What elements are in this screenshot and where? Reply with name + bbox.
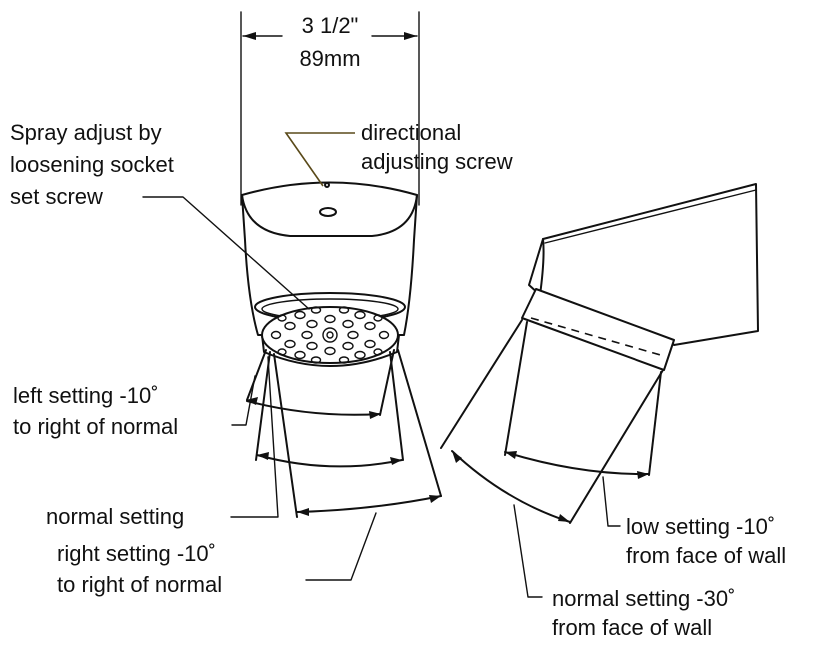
normal-setting-line-left xyxy=(255,351,271,461)
normal30-arrow-left xyxy=(452,451,462,463)
right-setting-line-left xyxy=(273,353,298,518)
directional-screw-label-line2: adjusting screw xyxy=(361,149,513,174)
directional-screw-label-line1: directional xyxy=(361,120,461,145)
left-arc-arrow-left xyxy=(246,397,258,405)
low-line-left xyxy=(504,321,528,456)
callout-leaders xyxy=(142,132,621,598)
low-setting-label-line1: low setting -10˚ xyxy=(626,514,775,539)
right-setting-label-line2: to right of normal xyxy=(57,572,222,597)
low-setting-label-line2: from face of wall xyxy=(626,543,786,568)
normal30-arc xyxy=(451,450,571,523)
spray-adjust-label-line1: Spray adjust by xyxy=(10,120,162,145)
normal30-label-line1: normal setting -30˚ xyxy=(552,586,735,611)
low-arrow-right xyxy=(637,471,649,479)
spray-adjust-leader xyxy=(142,196,310,310)
normal-arc-arrow-right xyxy=(390,457,402,465)
right-setting-label-line1: right setting -10˚ xyxy=(57,541,216,566)
front-view-showerhead xyxy=(241,181,418,367)
normal-setting-arc xyxy=(256,454,403,468)
directional-screw-leader xyxy=(284,132,355,187)
right-arc-arrow-right xyxy=(429,495,441,503)
side-housing-front-curve xyxy=(539,238,545,296)
width-dimension: 3 1/2" 89mm xyxy=(240,11,420,206)
directional-screw xyxy=(319,207,337,217)
dimension-arrow-left xyxy=(243,32,256,40)
spray-holes xyxy=(270,306,390,364)
low-arrow-left xyxy=(505,451,517,459)
right-setting-line-right xyxy=(397,349,442,497)
left-setting-arc xyxy=(246,400,381,416)
front-spray-patterns xyxy=(246,349,442,518)
front-housing-top-edge xyxy=(241,194,418,237)
callout-labels: directional adjusting screw Spray adjust… xyxy=(10,120,786,640)
left-setting-label-line1: left setting -10˚ xyxy=(13,383,159,408)
front-faceplate xyxy=(261,306,399,364)
normal30-line-left xyxy=(440,319,523,449)
normal-setting-line-right xyxy=(389,351,404,461)
normal-setting-label: normal setting xyxy=(46,504,184,529)
right-setting-arc xyxy=(296,495,442,513)
low-line-right xyxy=(648,371,662,476)
normal30-line-right xyxy=(569,369,664,524)
dimension-mm: 89mm xyxy=(299,46,360,71)
side-housing-top-edge xyxy=(544,189,757,244)
left-arc-arrow-right xyxy=(369,411,381,419)
right-arc-arrow-left xyxy=(297,508,309,516)
low-arc xyxy=(504,451,650,476)
normal-setting-leader xyxy=(230,356,279,518)
right-setting-leader xyxy=(305,512,377,581)
top-dot xyxy=(324,182,330,188)
side-view-showerhead xyxy=(521,183,759,371)
left-setting-leader xyxy=(231,375,256,426)
normal-arc-arrow-left xyxy=(257,452,269,460)
low-setting-leader xyxy=(602,476,621,527)
spray-adjust-label-line3: set screw xyxy=(10,184,103,209)
normal30-leader xyxy=(513,504,543,598)
side-spray-patterns xyxy=(440,319,664,524)
normal30-label-line2: from face of wall xyxy=(552,615,712,640)
spray-adjust-label-line2: loosening socket xyxy=(10,152,174,177)
left-setting-label-line2: to right of normal xyxy=(13,414,178,439)
normal30-arrow-right xyxy=(558,514,570,522)
left-setting-line-left xyxy=(246,349,267,401)
dimension-arrow-right xyxy=(404,32,417,40)
side-faceplate-dashed xyxy=(530,317,665,357)
dimension-inches: 3 1/2" xyxy=(302,13,359,38)
